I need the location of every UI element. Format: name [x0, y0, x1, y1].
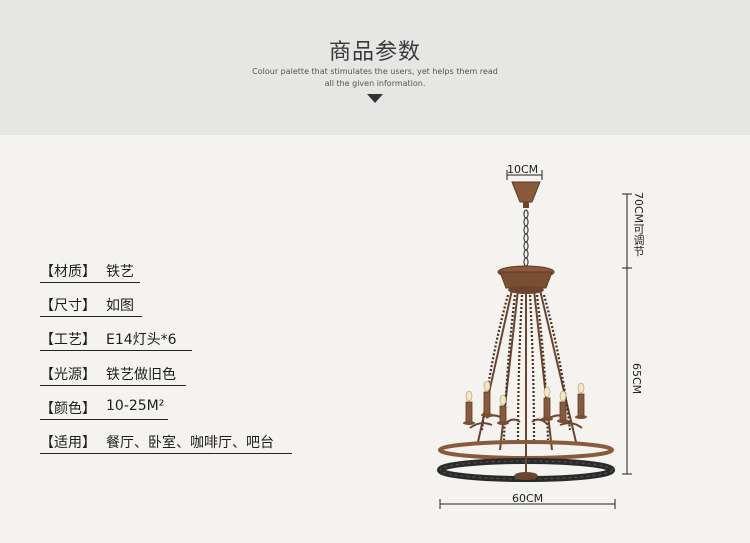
down-triangle-icon — [367, 94, 383, 103]
spec-value: E14灯头*6 — [106, 332, 177, 348]
subtitle-line-2: all the given information. — [324, 79, 426, 88]
spec-label: 【颜色】 — [40, 401, 96, 417]
spec-label: 【工艺】 — [40, 332, 96, 348]
spec-label: 【尺寸】 — [40, 298, 96, 314]
chandelier-image — [437, 170, 632, 509]
spec-underline — [40, 453, 292, 454]
spec-value: 铁艺做旧色 — [106, 367, 176, 383]
dimension-top-width: 10CM — [507, 163, 539, 176]
spec-value: 10-25M² — [106, 398, 165, 414]
subtitle-line-1: Colour palette that stimulates the users… — [252, 67, 498, 76]
spec-underline — [40, 282, 140, 283]
header-banner: 商品参数 Colour palette that stimulates the … — [0, 0, 750, 135]
spec-label: 【光源】 — [40, 367, 96, 383]
spec-underline — [40, 385, 186, 386]
dimension-width: 60CM — [512, 492, 544, 505]
spec-label: 【适用】 — [40, 435, 96, 451]
spec-underline — [40, 350, 192, 351]
dimension-height: 65CM — [630, 363, 643, 395]
page-subtitle: Colour palette that stimulates the users… — [0, 66, 750, 90]
spec-value: 铁艺 — [106, 264, 134, 280]
page-title: 商品参数 — [328, 40, 421, 65]
spec-label: 【材质】 — [40, 264, 96, 280]
dimension-chain: 70CM可调节 — [632, 192, 645, 257]
spec-underline — [40, 316, 142, 317]
spec-value: 如图 — [106, 298, 134, 314]
spec-value: 餐厅、卧室、咖啡厅、吧台 — [106, 435, 274, 451]
product-parameters-section — [0, 135, 750, 543]
spec-underline — [40, 419, 168, 420]
